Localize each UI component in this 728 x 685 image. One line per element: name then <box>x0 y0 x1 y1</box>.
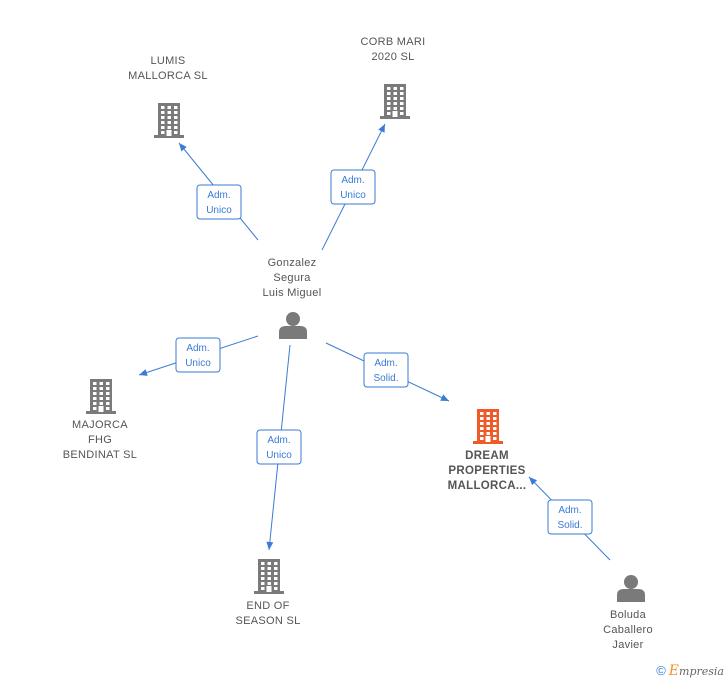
edge-label-box[interactable] <box>196 184 242 220</box>
edge-label-text: Unico <box>340 190 366 201</box>
edge-label-text: Unico <box>266 450 292 461</box>
logo-brand-initial: E <box>668 663 680 679</box>
edge-boluda-to-dream[interactable]: Adm. Solid. <box>528 476 611 561</box>
node-label-line: Segura <box>273 272 311 284</box>
person-icon <box>279 312 307 339</box>
edge-gonzalez-to-dream[interactable]: Adm. Solid. <box>325 342 450 402</box>
node-label-line: Luis Miguel <box>263 287 322 299</box>
empresia-logo[interactable]: ©Empresia <box>656 663 724 679</box>
edge-label-text: Solid. <box>557 520 582 531</box>
node-label-line: PROPERTIES <box>448 465 525 477</box>
node-endofseason[interactable]: END OF SEASON SL <box>235 559 300 627</box>
arrowhead <box>529 477 538 486</box>
edge-label-text: Adm. <box>558 505 581 516</box>
arrowhead <box>378 124 385 133</box>
building-icon <box>380 84 410 119</box>
edge-gonzalez-to-lumis[interactable]: Adm. Unico <box>178 142 259 241</box>
node-label-line: Boluda <box>610 609 647 621</box>
node-label-line: MAJORCA <box>72 419 128 431</box>
node-label-line: MALLORCA SL <box>128 70 208 82</box>
nodes: LUMIS MALLORCA SL CORB MARI 2020 SL Gonzalez… <box>63 36 653 651</box>
node-label-line: LUMIS <box>150 55 185 67</box>
edge-label-text: Adm. <box>267 435 290 446</box>
node-label-line: Javier <box>612 639 643 651</box>
arrowhead <box>440 394 449 401</box>
arrowhead <box>266 541 274 550</box>
person-icon <box>617 575 645 602</box>
building-icon <box>154 103 184 138</box>
arrowhead <box>179 143 187 152</box>
building-icon <box>86 379 116 414</box>
edge-gonzalez-to-majorca[interactable]: Adm. Unico <box>138 335 259 376</box>
building-icon <box>473 409 503 444</box>
edge-label-box[interactable] <box>175 337 221 373</box>
edge-label-text: Unico <box>185 358 211 369</box>
edge-label-box[interactable] <box>330 169 376 205</box>
logo-brand-rest: mpresia <box>679 665 724 678</box>
edge-label-text: Solid. <box>373 373 398 384</box>
edge-gonzalez-to-corb[interactable]: Adm. Unico <box>321 123 386 251</box>
node-label-line: FHG <box>88 434 112 446</box>
node-label-line: MALLORCA... <box>448 480 527 492</box>
edge-label-text: Adm. <box>341 175 364 186</box>
node-label-line: Caballero <box>603 624 653 636</box>
node-label-line: BENDINAT SL <box>63 449 137 461</box>
arrowhead <box>139 369 148 376</box>
node-label-line: CORB MARI <box>360 36 425 48</box>
node-corb[interactable]: CORB MARI 2020 SL <box>360 36 425 119</box>
edge-label-text: Unico <box>206 205 232 216</box>
edge-label-text: Adm. <box>207 190 230 201</box>
node-label-line: SEASON SL <box>235 615 300 627</box>
edge-label-box[interactable] <box>363 352 409 388</box>
edge-gonzalez-to-endofseason[interactable]: Adm. Unico <box>256 344 302 551</box>
building-icon <box>254 559 284 594</box>
edge-label-box[interactable] <box>547 499 593 535</box>
edge-label-text: Adm. <box>186 343 209 354</box>
edge-label-box[interactable] <box>256 429 302 465</box>
node-lumis[interactable]: LUMIS MALLORCA SL <box>128 55 208 138</box>
node-label-line: Gonzalez <box>268 257 317 269</box>
node-label-line: DREAM <box>465 450 509 462</box>
node-majorca[interactable]: MAJORCA FHG BENDINAT SL <box>63 379 137 461</box>
node-dream[interactable]: DREAM PROPERTIES MALLORCA... <box>448 409 527 492</box>
edge-label-text: Adm. <box>374 358 397 369</box>
node-label-line: END OF <box>246 600 289 612</box>
copyright-icon: © <box>656 663 666 678</box>
node-label-line: 2020 SL <box>371 51 414 63</box>
